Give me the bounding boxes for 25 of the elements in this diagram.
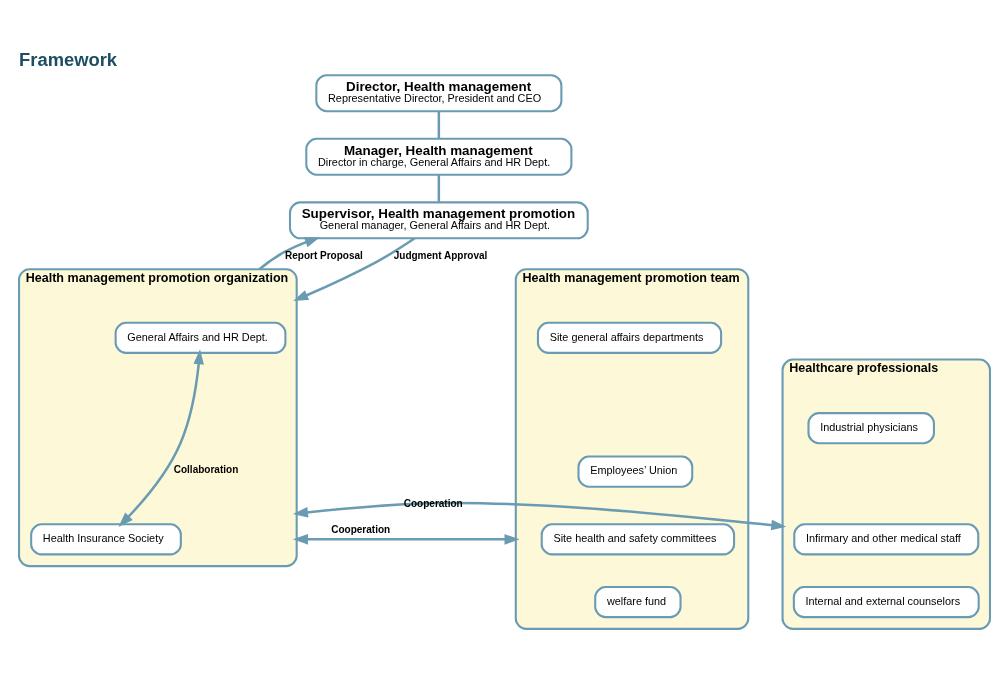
connector xyxy=(437,174,440,203)
edge-label: Cooperation xyxy=(330,524,390,536)
arrow xyxy=(258,237,320,271)
arrow xyxy=(117,349,204,527)
diagram-title: Framework xyxy=(18,48,117,70)
edge-label: Judgment Approval xyxy=(393,249,487,261)
node-box: welfare fund xyxy=(593,586,682,619)
node-box: Supervisor, Health management promotion General manager, General Affairs and HR Dept. xyxy=(288,201,589,240)
arrow xyxy=(292,534,520,545)
node-box: Site health and safety committees xyxy=(540,523,735,556)
arrow xyxy=(292,501,786,531)
edge-label: Report Proposal xyxy=(284,249,363,261)
connector xyxy=(437,111,440,139)
node-box: Director, Health management Representative Director, President and CEO xyxy=(314,74,562,113)
node-box: Health Insurance Society xyxy=(29,523,182,556)
node-box: Internal and external counselors xyxy=(792,586,980,619)
arrow xyxy=(292,237,415,302)
edge-label: Collaboration xyxy=(173,464,238,476)
node-box: Infirmary and other medical staff xyxy=(792,523,979,556)
edge-label: Cooperation xyxy=(403,498,463,510)
node-box: Employees’ Union xyxy=(576,455,693,488)
node-box: Industrial physicians xyxy=(806,412,935,445)
node-box: Site general affairs departments xyxy=(536,321,722,354)
node-box: Manager, Health management Director in charge, General Affairs and HR Dept. xyxy=(304,137,572,176)
node-box: General Affairs and HR Dept. xyxy=(114,321,286,354)
